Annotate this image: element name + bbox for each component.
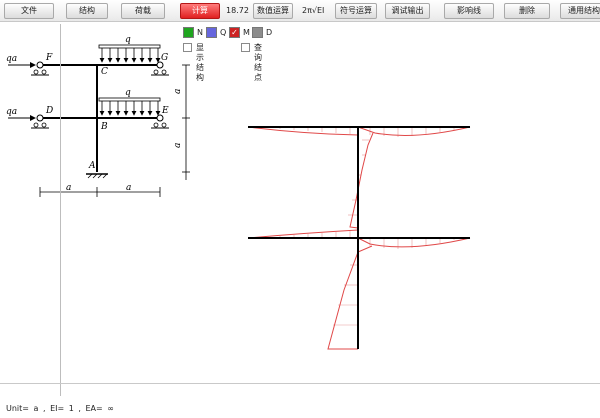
dimension-lines: [39, 64, 190, 197]
support-e: [151, 114, 169, 129]
dim-label-upper: a: [173, 89, 183, 94]
structure-figure: [8, 44, 190, 197]
show-structure-label: 显示结构: [196, 43, 204, 82]
ei-label: EI=: [50, 404, 65, 413]
moment-hatching: [265, 127, 455, 326]
structure-button[interactable]: 结构: [66, 3, 108, 19]
d-swatch[interactable]: [252, 27, 263, 38]
label-load-qa-mid: qa: [6, 107, 17, 117]
delete-button[interactable]: 删除: [504, 3, 550, 19]
node-label-e: E: [161, 106, 169, 116]
node-label-b: B: [100, 122, 108, 132]
d-label: D: [266, 28, 273, 37]
n-label: N: [197, 28, 203, 37]
compute-button[interactable]: 计算: [180, 3, 220, 19]
status-bar: Unit= a , EI= 1 , EA= ∞: [6, 404, 116, 413]
separator: ,: [78, 404, 81, 413]
file-button[interactable]: 文件: [4, 3, 54, 19]
query-nodes-checkbox[interactable]: [241, 43, 250, 52]
distributed-load-top: [98, 44, 161, 63]
canvas-vertical-guide: [60, 24, 61, 396]
dim-label-left: a: [66, 183, 71, 193]
m-swatch-checked[interactable]: ✓: [229, 27, 240, 38]
ea-label: EA=: [85, 404, 103, 413]
node-label-g: G: [161, 53, 168, 63]
support-f: [31, 61, 49, 76]
q-swatch[interactable]: [206, 27, 217, 38]
dim-label-lower: a: [173, 143, 183, 148]
n-swatch[interactable]: [183, 27, 194, 38]
support-d: [31, 114, 49, 129]
unit-label: Unit=: [6, 404, 29, 413]
diagram-members: [248, 126, 470, 349]
query-nodes-label: 查询结点: [254, 43, 262, 82]
numeric-value-field[interactable]: 18.72: [226, 6, 249, 15]
ea-value[interactable]: ∞: [107, 404, 114, 413]
support-g: [151, 61, 169, 76]
debug-output-button[interactable]: 调试输出: [385, 3, 430, 19]
label-load-q-mid: q: [125, 88, 131, 98]
label-load-q-top: q: [125, 35, 131, 45]
dim-label-right: a: [126, 183, 131, 193]
load-button[interactable]: 荷载: [121, 3, 165, 19]
node-label-c: C: [101, 67, 108, 77]
distributed-load-middle: [98, 97, 161, 116]
separator: ,: [43, 404, 46, 413]
canvas-horizontal-guide: [0, 383, 600, 384]
unit-value[interactable]: a: [33, 404, 39, 413]
ei-value[interactable]: 1: [68, 404, 74, 413]
node-label-a: A: [88, 161, 96, 171]
node-label-d: D: [45, 106, 53, 116]
numeric-compute-button[interactable]: 数值运算: [253, 3, 293, 19]
influence-line-button[interactable]: 影响线: [444, 3, 494, 19]
q-label: Q: [220, 28, 227, 37]
toolbar: 文件 结构 荷载 计算 18.72 数值运算 2π√EI 符号运算 调试输出 影…: [0, 0, 600, 22]
support-a: [86, 173, 108, 179]
symbolic-compute-button[interactable]: 符号运算: [335, 3, 377, 19]
show-structure-checkbox[interactable]: [183, 43, 192, 52]
m-label: M: [243, 28, 250, 37]
symbolic-expression-field[interactable]: 2π√EI: [302, 6, 325, 15]
general-structure-button[interactable]: 通用结构: [560, 3, 600, 19]
node-label-f: F: [45, 53, 53, 63]
label-load-qa-top: qa: [6, 54, 17, 64]
moment-outline: [247, 126, 471, 350]
moment-diagram: [247, 126, 471, 350]
